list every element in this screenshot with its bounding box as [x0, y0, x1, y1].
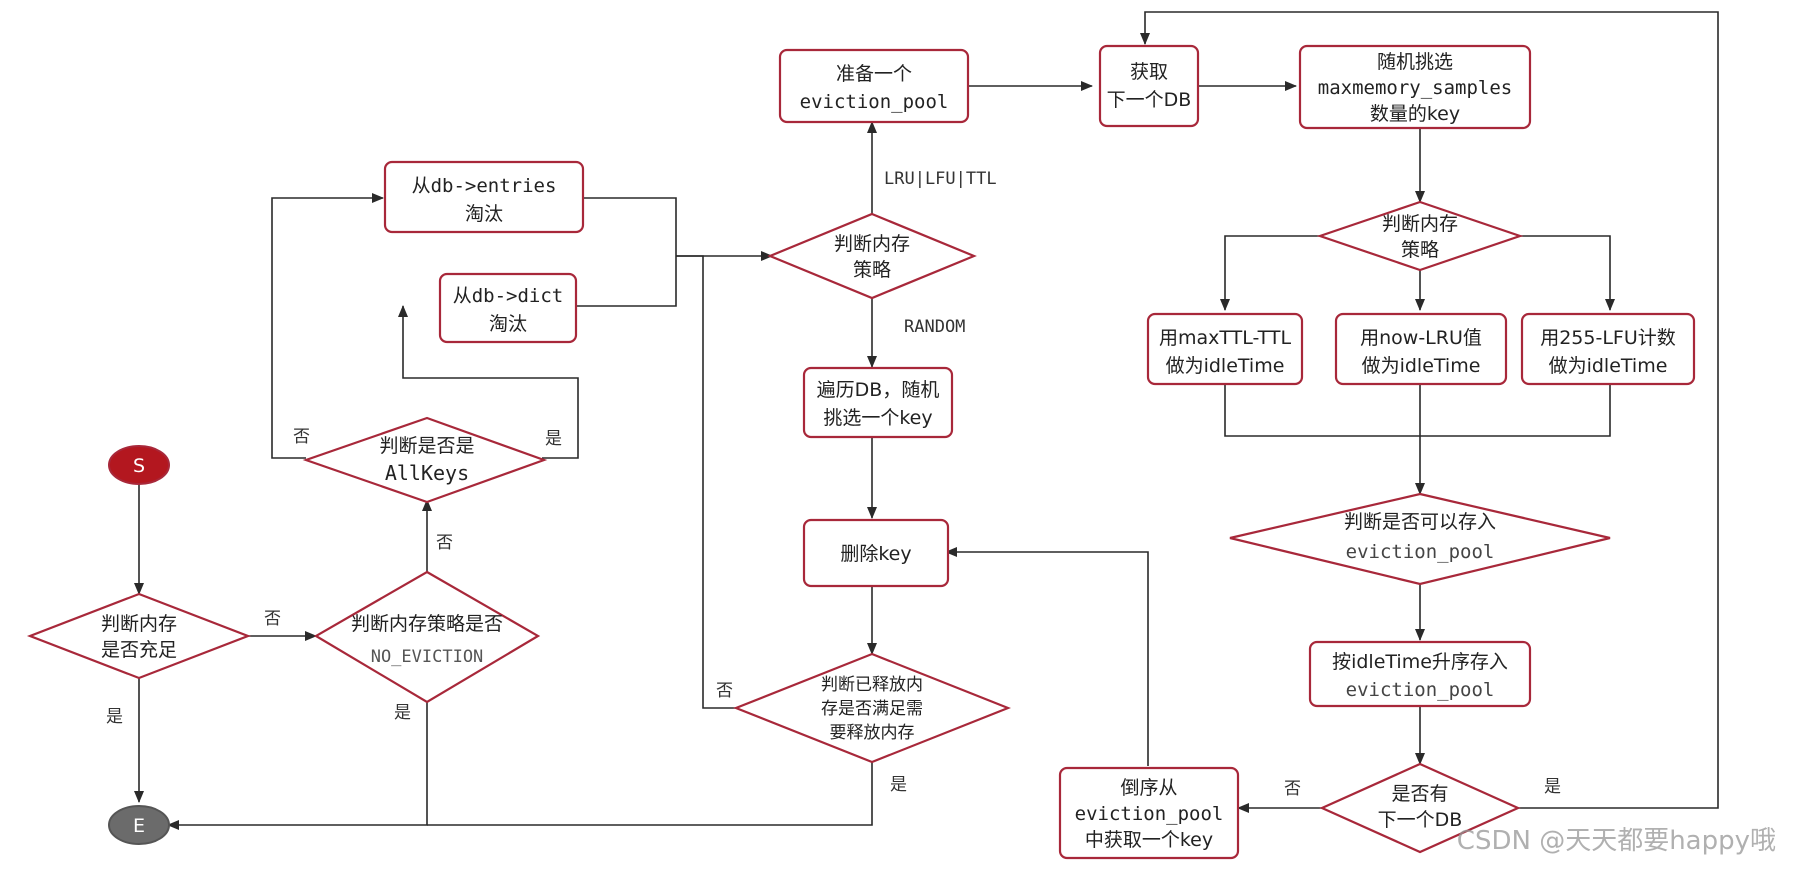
decision-can-store: 判断是否可以存入 eviction_pool: [1229, 492, 1611, 586]
text: 从db->entries: [412, 175, 557, 197]
text: 存是否满足需: [821, 699, 923, 719]
process-traverse-db: 遍历DB，随机 挑选一个key: [802, 366, 954, 439]
process-prepare-pool: 准备一个 eviction_pool: [778, 48, 970, 124]
text: 判断内存: [1382, 213, 1458, 235]
text: 做为idleTime: [1549, 355, 1668, 377]
process-store-ascending: 按idleTime升序存入 eviction_pool: [1308, 640, 1532, 708]
decision-memory-policy-1: 判断内存 策略: [767, 212, 977, 300]
edges: [134, 11, 1719, 830]
text: NO_EVICTION: [371, 647, 484, 667]
text: 用255-LFU计数: [1540, 327, 1676, 349]
edge-entries-to-policy: [583, 197, 677, 256]
end-label: E: [133, 815, 145, 837]
label-policy-random: RANDOM: [904, 317, 965, 337]
text: 判断是否可以存入: [1344, 511, 1496, 533]
text: 做为idleTime: [1362, 355, 1481, 377]
text: 获取: [1130, 61, 1168, 83]
process-use-lru: 用now-LRU值 做为idleTime: [1334, 312, 1508, 386]
text: 用maxTTL-TTL: [1159, 327, 1292, 349]
text: eviction_pool: [1346, 679, 1495, 701]
text: 删除key: [840, 543, 911, 565]
decision-memory-sufficient: 判断内存 是否充足: [26, 592, 252, 680]
text: 用now-LRU值: [1360, 327, 1482, 349]
end-node: E: [108, 805, 170, 845]
text: 判断内存策略是否: [351, 613, 503, 635]
process-delete-key: 删除key: [802, 518, 950, 588]
text: 判断是否是: [379, 435, 474, 457]
text: 数量的key: [1370, 103, 1460, 125]
edge-labels: 否 是 否 是 否 是 LRU|LFU|TTL RANDOM 否 是 否 是: [106, 169, 1561, 799]
text: eviction_pool: [1346, 541, 1495, 563]
text: 淘汰: [489, 313, 527, 335]
process-use-lfu: 用255-LFU计数 做为idleTime: [1520, 312, 1696, 386]
label-noevict-no: 否: [436, 533, 453, 553]
edge-freed-yes: [427, 762, 873, 826]
text: 随机挑选: [1377, 51, 1453, 73]
process-reverse-get: 倒序从 eviction_pool 中获取一个key: [1058, 766, 1240, 860]
decision-allkeys: 判断是否是 AllKeys: [302, 416, 548, 504]
text: 淘汰: [465, 203, 503, 225]
decision-memory-policy-2: 判断内存 策略: [1316, 200, 1524, 272]
text: AllKeys: [385, 461, 469, 485]
edge-allkeys-no: [271, 193, 384, 459]
text: 下一个DB: [1107, 89, 1192, 111]
text: 是否充足: [101, 639, 177, 661]
label-noevict-yes: 是: [394, 703, 411, 723]
edge-hasnext-yes: [1140, 11, 1719, 809]
label-policy-lru: LRU|LFU|TTL: [884, 169, 997, 189]
text: 下一个DB: [1378, 809, 1463, 831]
label-hasnext-no: 否: [1284, 779, 1301, 799]
process-from-dict: 从db->dict 淘汰: [438, 272, 578, 344]
label-freed-yes: 是: [890, 775, 907, 795]
text: 倒序从: [1120, 777, 1177, 799]
label-allkeys-yes: 是: [545, 429, 562, 449]
label-hasnext-yes: 是: [1544, 777, 1561, 797]
start-label: S: [133, 455, 145, 477]
text: 判断已释放内: [821, 675, 923, 695]
process-use-ttl: 用maxTTL-TTL 做为idleTime: [1146, 312, 1304, 386]
decision-freed-enough: 判断已释放内 存是否满足需 要释放内存: [733, 652, 1011, 764]
text: 判断内存: [834, 233, 910, 255]
start-node: S: [108, 445, 170, 485]
edge-allkeys-yes: [398, 305, 579, 459]
text: 做为idleTime: [1166, 355, 1285, 377]
text: 按idleTime升序存入: [1332, 651, 1508, 673]
text: 挑选一个key: [823, 407, 932, 429]
edge-policy2-ttl: [1220, 235, 1320, 311]
edge-dict-to-policy: [575, 256, 677, 307]
text: 策略: [1401, 239, 1439, 261]
decision-has-next-db: 是否有 下一个DB: [1319, 762, 1521, 854]
edge-policy2-lfu: [1520, 235, 1615, 311]
csdn-watermark: CSDN @天天都要happy哦: [1456, 826, 1776, 856]
process-from-entries: 从db->entries 淘汰: [383, 160, 585, 234]
process-next-db: 获取 下一个DB: [1098, 44, 1200, 128]
text: 判断内存: [101, 613, 177, 635]
text: eviction_pool: [1075, 803, 1224, 825]
text: 遍历DB，随机: [817, 379, 940, 401]
text: 中获取一个key: [1085, 829, 1213, 851]
decision-no-eviction: 判断内存策略是否 NO_EVICTION: [313, 570, 541, 704]
text: eviction_pool: [800, 91, 949, 113]
text: 从db->dict: [453, 285, 564, 307]
edge-ttl-merge: [1224, 384, 1611, 437]
edge-freed-no: [676, 255, 737, 709]
text: 要释放内存: [830, 723, 915, 743]
text: maxmemory_samples: [1318, 77, 1512, 99]
text: 是否有: [1391, 783, 1448, 805]
edge-reverse-to-delete: [945, 547, 1149, 766]
process-random-pick: 随机挑选 maxmemory_samples 数量的key: [1298, 44, 1532, 130]
edge-noevict-yes: [167, 702, 428, 830]
text: 策略: [853, 259, 891, 281]
text: 准备一个: [836, 63, 912, 85]
label-freed-no: 否: [716, 681, 733, 701]
label-mem-yes: 是: [106, 707, 123, 727]
label-mem-no: 否: [264, 609, 281, 629]
label-allkeys-no: 否: [293, 427, 310, 447]
